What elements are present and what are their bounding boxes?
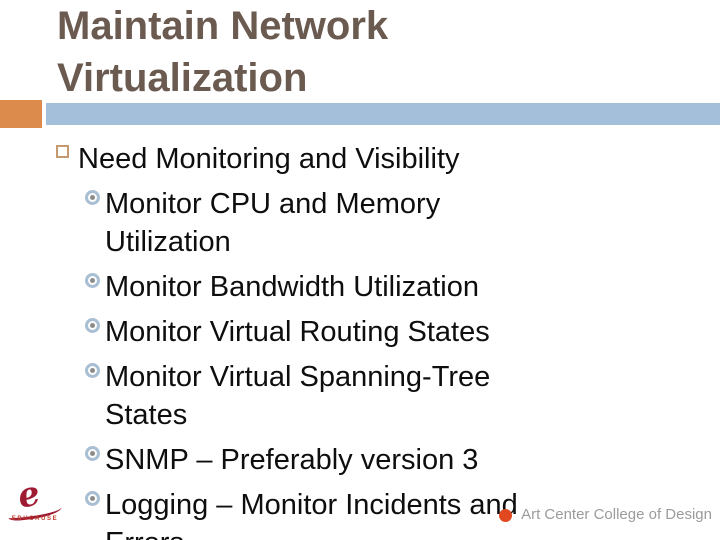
artcenter-dot-icon xyxy=(499,508,513,522)
circle-bullet-icon xyxy=(85,190,100,205)
bullet-text: SNMP – Preferably version 3 xyxy=(105,444,479,476)
bullet-text: Monitor CPU and Memory Utilization xyxy=(105,188,441,258)
educause-logo: e EDUCAUSE xyxy=(7,473,63,530)
bullet-text: Monitor Virtual Spanning-Tree States xyxy=(105,361,491,431)
circle-bullet-icon xyxy=(85,318,100,333)
artcenter-footer: Art Center College of Design xyxy=(499,506,712,524)
bullet-item: Need Monitoring and Visibility xyxy=(0,140,700,178)
bullet-item: Monitor Virtual Routing States xyxy=(0,313,700,351)
bullet-item: SNMP – Preferably version 3 xyxy=(0,441,700,479)
bullet-text: Monitor Virtual Routing States xyxy=(105,316,490,348)
bullet-item: Monitor Virtual Spanning-Tree States xyxy=(0,358,700,434)
bullet-text: Logging – Monitor Incidents and Errors xyxy=(105,489,518,540)
bullet-item: Monitor Bandwidth Utilization xyxy=(0,268,700,306)
accent-orange-block xyxy=(0,100,42,128)
circle-bullet-icon xyxy=(85,446,100,461)
accent-blue-bar xyxy=(46,103,720,125)
circle-bullet-icon xyxy=(85,363,100,378)
square-bullet-icon xyxy=(56,145,69,158)
educause-wordmark: EDUCAUSE xyxy=(11,516,59,522)
artcenter-label: Art Center College of Design xyxy=(521,506,712,523)
circle-bullet-icon xyxy=(85,273,100,288)
bullet-item: Monitor CPU and Memory Utilization xyxy=(0,185,700,261)
bullet-item: Logging – Monitor Incidents and Errors xyxy=(0,486,700,540)
circle-bullet-icon xyxy=(85,491,100,506)
bullet-text: Need Monitoring and Visibility xyxy=(78,143,460,175)
slide-title: Maintain Network Virtualization xyxy=(57,4,389,100)
bullet-text: Monitor Bandwidth Utilization xyxy=(105,271,479,303)
